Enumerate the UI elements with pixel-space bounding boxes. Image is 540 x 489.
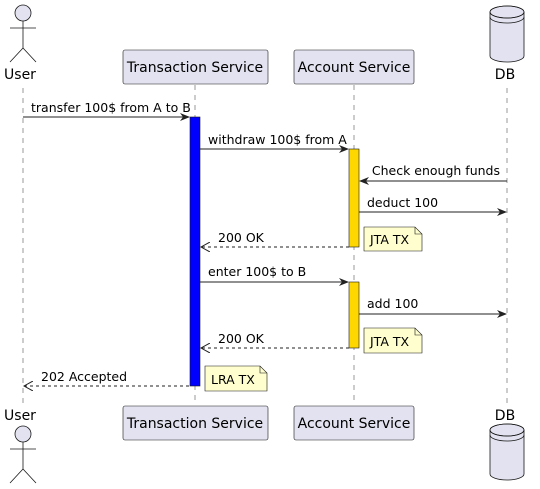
message-transfer: transfer 100$ from A to B <box>23 100 191 121</box>
participant-label-user: User <box>4 408 36 424</box>
database-db-top: DB <box>489 5 525 83</box>
participant-label-db: DB <box>495 67 515 83</box>
message-label: deduct 100 <box>367 195 438 210</box>
note-jta-tx-2: JTA TX <box>363 327 423 354</box>
participant-label-transaction-service: Transaction Service <box>126 60 263 76</box>
message-202-accepted: 202 Accepted <box>24 369 189 386</box>
participant-label-account-service: Account Service <box>298 60 411 76</box>
participant-label-user: User <box>4 67 36 83</box>
message-label: withdraw 100$ from A <box>208 132 347 147</box>
message-200-ok-2: 200 OK <box>201 331 349 348</box>
participant-label-transaction-service: Transaction Service <box>126 416 263 432</box>
actor-user-top: User <box>4 4 37 83</box>
activation-transaction-service <box>189 116 201 387</box>
message-label: 202 Accepted <box>41 369 127 384</box>
actor-icon <box>9 425 37 484</box>
participant-account-service-bottom: Account Service <box>293 405 415 441</box>
participant-label-db: DB <box>495 408 515 424</box>
message-enter: enter 100$ to B <box>200 264 349 286</box>
activation-account-service-1 <box>348 148 360 248</box>
actor-icon <box>9 4 37 63</box>
note-text: JTA TX <box>369 334 410 349</box>
message-label: Check enough funds <box>372 163 500 178</box>
database-db-bottom: DB <box>489 408 525 481</box>
participant-transaction-service-bottom: Transaction Service <box>122 405 269 441</box>
participant-transaction-service-top: Transaction Service <box>122 49 269 85</box>
note-jta-tx-1: JTA TX <box>363 226 423 252</box>
participant-label-account-service: Account Service <box>298 416 411 432</box>
database-icon <box>489 423 525 481</box>
message-add: add 100 <box>359 296 507 318</box>
note-text: JTA TX <box>369 232 410 247</box>
message-label: enter 100$ to B <box>208 264 306 279</box>
note-text: LRA TX <box>211 372 255 387</box>
message-deduct: deduct 100 <box>359 195 507 216</box>
message-label: add 100 <box>367 296 418 311</box>
message-check-funds: Check enough funds <box>359 163 507 185</box>
participant-account-service-top: Account Service <box>293 49 415 85</box>
message-200-ok-1: 200 OK <box>201 230 349 247</box>
actor-user-bottom: User <box>4 408 37 484</box>
database-icon <box>489 5 525 63</box>
activation-account-service-2 <box>348 281 360 349</box>
note-lra-tx: LRA TX <box>204 365 268 392</box>
message-label: 200 OK <box>218 230 265 245</box>
message-withdraw: withdraw 100$ from A <box>200 132 349 153</box>
message-label: transfer 100$ from A to B <box>31 100 191 115</box>
message-label: 200 OK <box>218 331 265 346</box>
